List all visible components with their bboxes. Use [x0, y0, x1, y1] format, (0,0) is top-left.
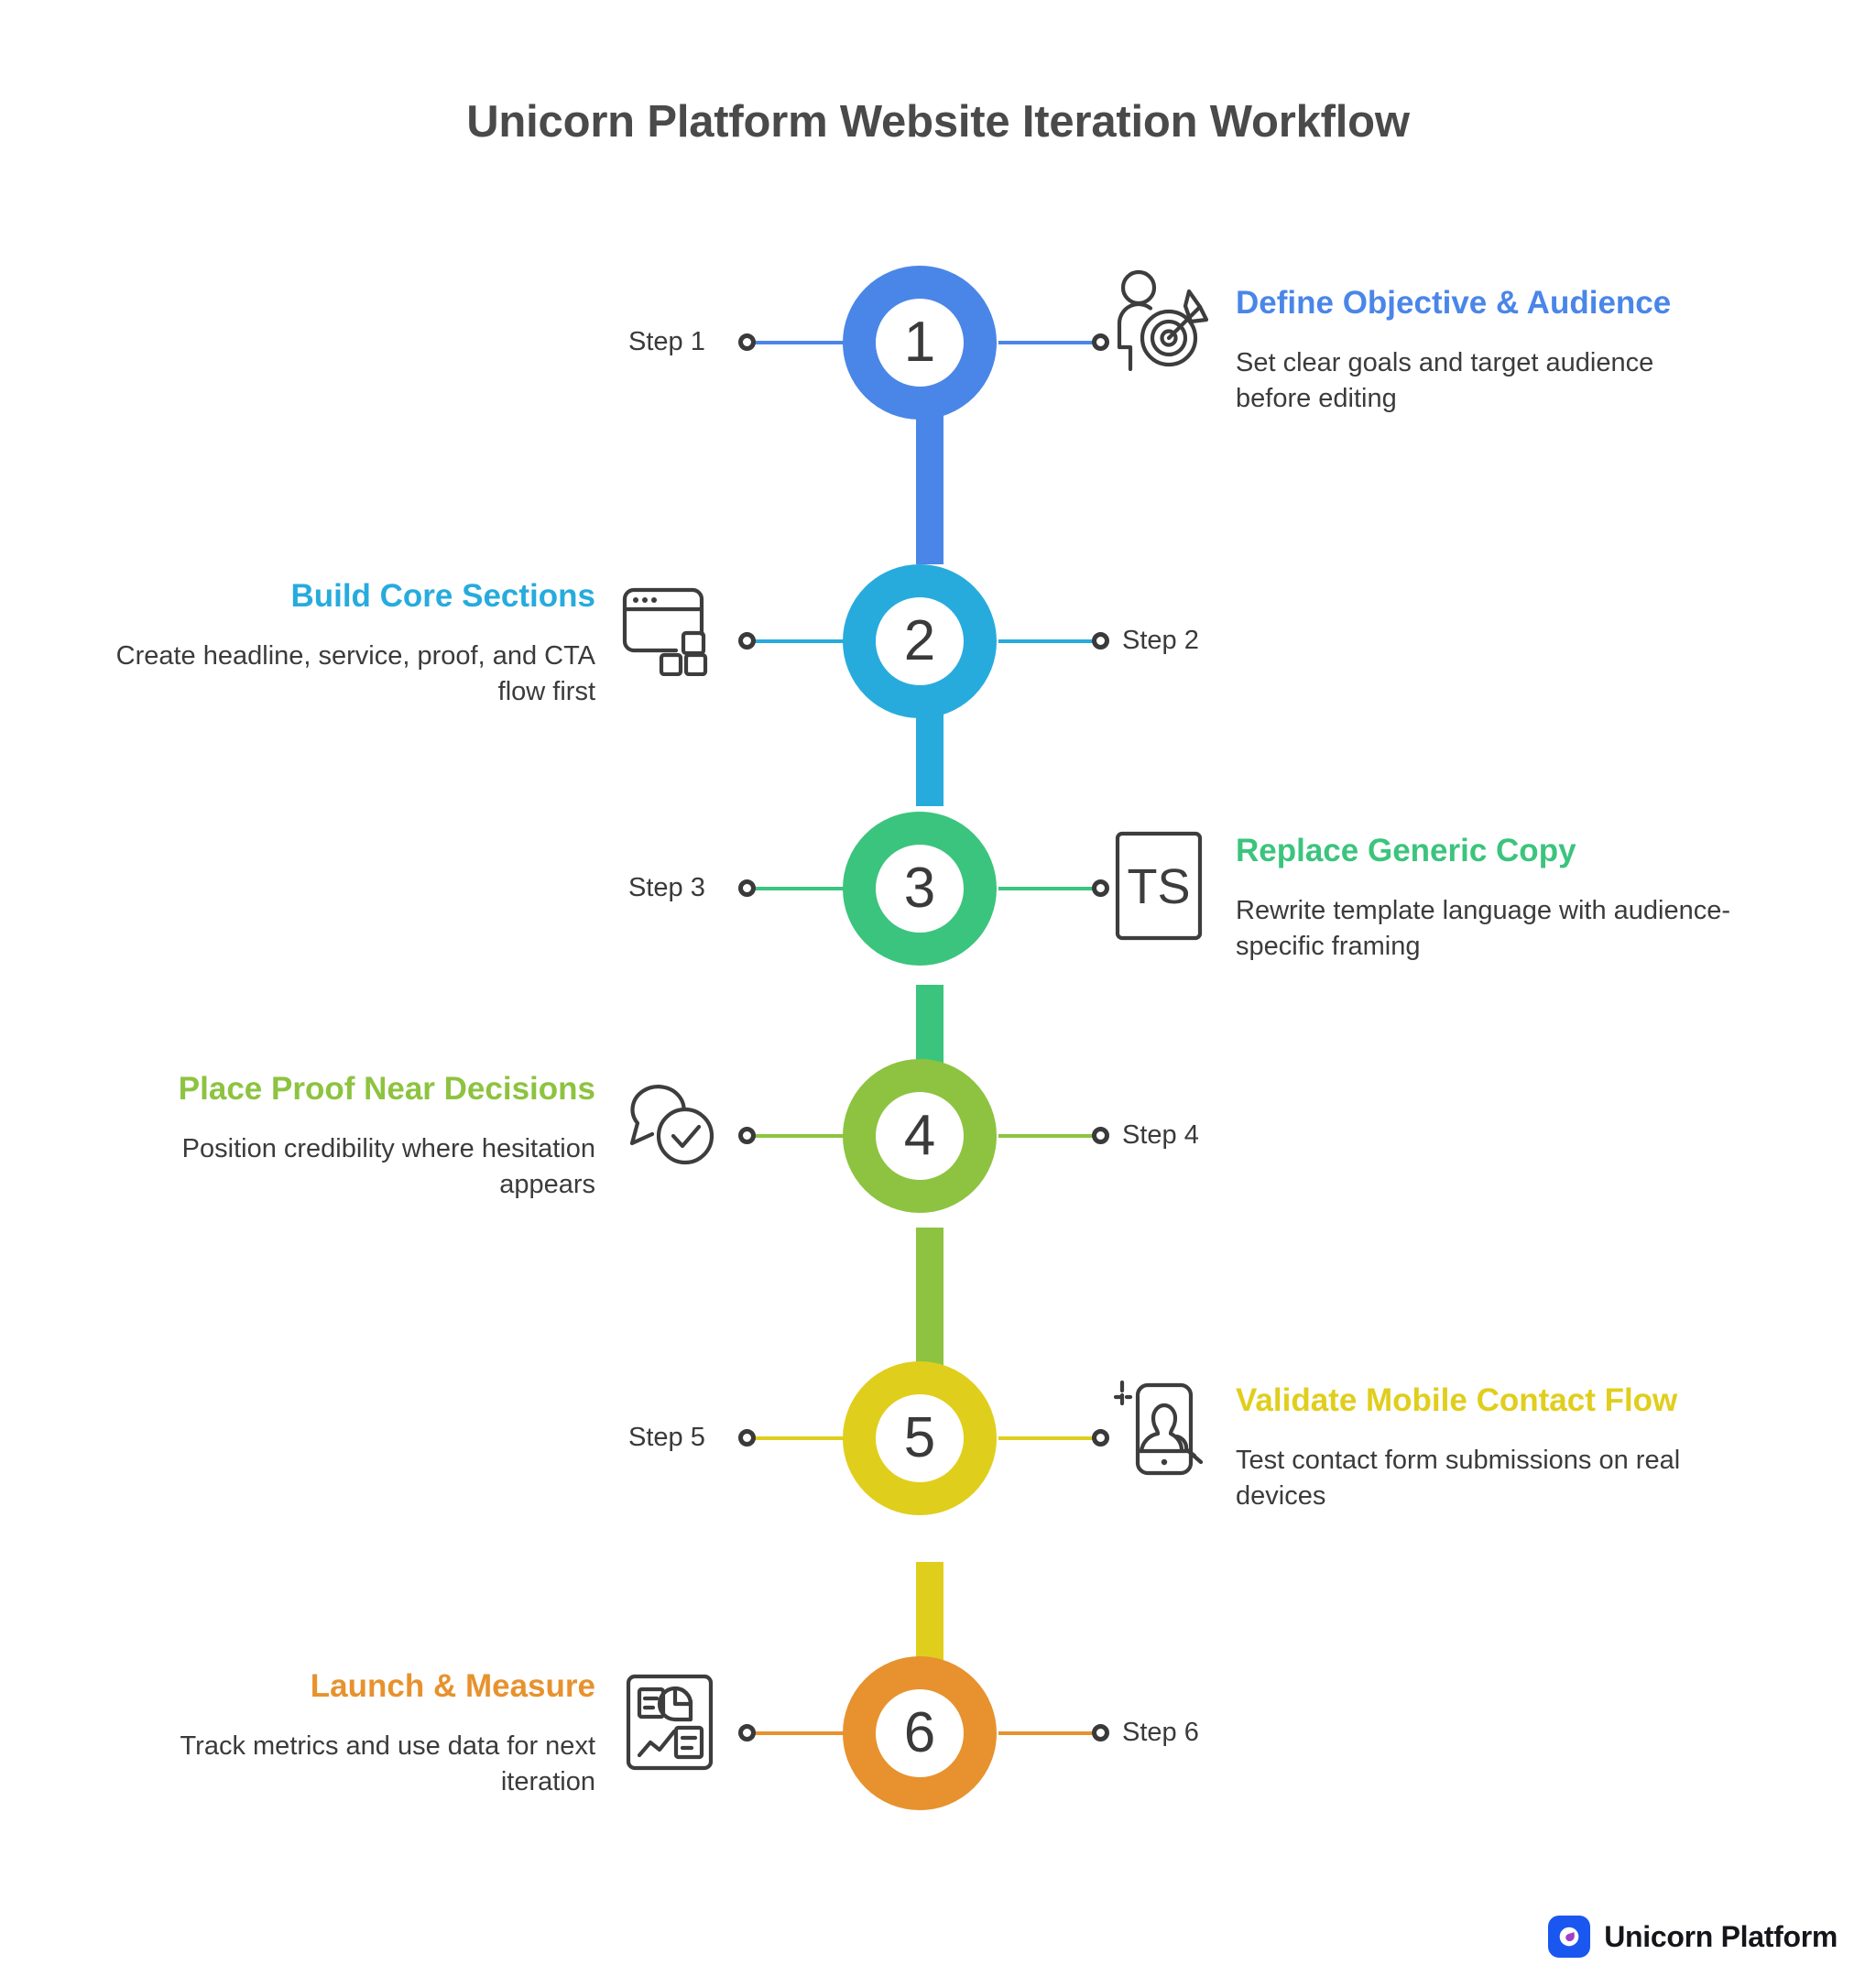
step-content-3: Replace Generic Copy Rewrite template la…: [1236, 832, 1749, 964]
connector-dot-right-6: [1092, 1724, 1109, 1741]
step-body-3: Rewrite template language with audience-…: [1236, 896, 1731, 961]
ts-box-icon-text: TS: [1127, 859, 1190, 914]
connector-dot-left-3: [738, 879, 756, 897]
page-title: Unicorn Platform Website Iteration Workf…: [466, 97, 1410, 147]
connector-dot-right-1: [1092, 333, 1109, 351]
ts-box-icon: TS: [1110, 828, 1207, 944]
step-node-4[interactable]: 4: [843, 1059, 997, 1213]
step-number-6: 6: [903, 1701, 936, 1764]
step-title-1: Define Objective & Audience: [1236, 285, 1672, 321]
step-node-1[interactable]: 1: [843, 266, 997, 420]
step-node-6[interactable]: 6: [843, 1656, 997, 1810]
step-title-4: Place Proof Near Decisions: [178, 1071, 595, 1107]
connector-dot-left-1: [738, 333, 756, 351]
step-content-5: Validate Mobile Contact Flow Test contac…: [1236, 1381, 1735, 1513]
connector-line-left-5: [751, 1436, 859, 1440]
step-title-2: Build Core Sections: [290, 578, 595, 614]
step-label-4: Step 4: [1122, 1120, 1199, 1150]
step-content-6: Launch & Measure Track metrics and use d…: [82, 1667, 595, 1799]
connector-dot-left-4: [738, 1127, 756, 1144]
spine-segment-1-2: [916, 409, 943, 564]
step-label-3: Step 3: [628, 873, 705, 902]
connector-line-left-1: [751, 341, 859, 344]
connector-dot-right-5: [1092, 1429, 1109, 1447]
step-number-1: 1: [903, 311, 936, 374]
connector-line-left-4: [751, 1134, 859, 1138]
step-label-2: Step 2: [1122, 626, 1199, 655]
step-body-2: Create headline, service, proof, and CTA…: [115, 641, 595, 706]
step-node-3[interactable]: 3: [843, 812, 997, 966]
step-content-1: Define Objective & Audience Set clear go…: [1236, 284, 1735, 416]
connector-line-right-4: [998, 1134, 1107, 1138]
connector-dot-right-4: [1092, 1127, 1109, 1144]
step-title-3: Replace Generic Copy: [1236, 833, 1576, 868]
step-title-6: Launch & Measure: [310, 1668, 595, 1704]
step-number-4: 4: [903, 1104, 936, 1167]
step-number-2: 2: [903, 609, 936, 672]
browser-blocks-icon: [617, 579, 714, 677]
step-body-4: Position credibility where hesitation ap…: [181, 1134, 595, 1199]
connector-dot-left-5: [738, 1429, 756, 1447]
connector-line-right-3: [998, 887, 1107, 890]
speech-check-icon: [619, 1072, 722, 1174]
step-number-5: 5: [903, 1406, 936, 1469]
connector-line-right-5: [998, 1436, 1107, 1440]
person-target-icon: [1114, 268, 1211, 372]
connector-dot-right-3: [1092, 879, 1109, 897]
brand-footer: Unicorn Platform: [1548, 1916, 1838, 1958]
step-content-4: Place Proof Near Decisions Position cred…: [165, 1070, 595, 1202]
connector-line-right-1: [998, 341, 1107, 344]
step-content-2: Build Core Sections Create headline, ser…: [92, 577, 595, 709]
brand-name: Unicorn Platform: [1604, 1919, 1838, 1953]
connector-line-right-2: [998, 639, 1107, 643]
step-body-1: Set clear goals and target audience befo…: [1236, 348, 1654, 413]
step-node-2[interactable]: 2: [843, 564, 997, 718]
connector-line-left-2: [751, 639, 859, 643]
connector-line-left-6: [751, 1731, 859, 1735]
connector-line-right-6: [998, 1731, 1107, 1735]
connector-dot-left-2: [738, 632, 756, 650]
step-body-6: Track metrics and use data for next iter…: [180, 1731, 595, 1796]
mobile-selfie-icon: [1113, 1370, 1216, 1480]
step-node-5[interactable]: 5: [843, 1361, 997, 1515]
step-label-6: Step 6: [1122, 1718, 1199, 1747]
connector-dot-right-2: [1092, 632, 1109, 650]
connector-line-left-3: [751, 887, 859, 890]
step-label-1: Step 1: [628, 327, 705, 356]
step-label-5: Step 5: [628, 1423, 705, 1452]
step-body-5: Test contact form submissions on real de…: [1236, 1446, 1681, 1511]
step-number-3: 3: [903, 857, 936, 920]
connector-dot-left-6: [738, 1724, 756, 1741]
dashboard-report-icon: [621, 1671, 718, 1774]
unicorn-platform-logo-icon: [1548, 1916, 1591, 1958]
step-title-5: Validate Mobile Contact Flow: [1236, 1382, 1678, 1418]
